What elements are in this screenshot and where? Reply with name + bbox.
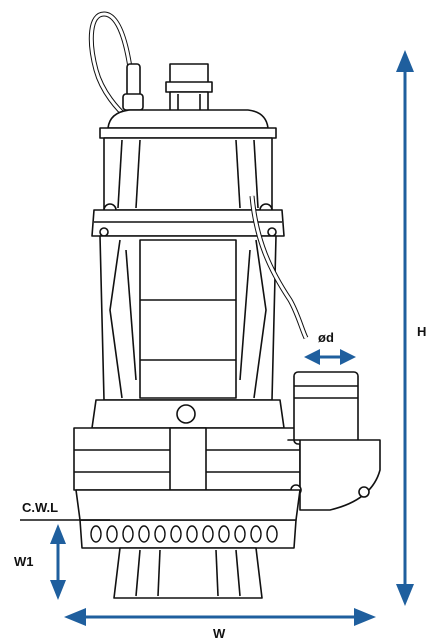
- width-label: W: [213, 626, 226, 641]
- motor-top-cover: [107, 109, 269, 129]
- motor-flange: [91, 209, 285, 237]
- height-label: H: [417, 324, 427, 339]
- cable-grommet: [126, 63, 141, 97]
- strainer: [79, 519, 297, 549]
- w1-label: W1: [14, 554, 34, 569]
- motor-center-panel: [139, 239, 237, 399]
- discharge-outlet: [293, 371, 359, 445]
- water-level-label: C.W.L: [22, 500, 59, 515]
- discharge-elbow: [287, 439, 381, 511]
- diameter-label: ød: [318, 330, 334, 345]
- upper-motor-housing: [103, 137, 273, 211]
- strainer-holes: [90, 525, 278, 543]
- pump-stand: [113, 547, 263, 599]
